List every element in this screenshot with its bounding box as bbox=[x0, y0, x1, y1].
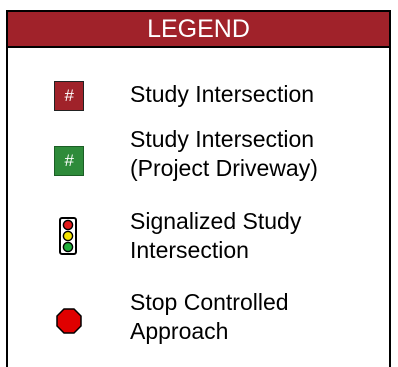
label-line: Intersection bbox=[130, 237, 249, 263]
label-line: Study Intersection bbox=[130, 81, 315, 107]
traffic-signal-icon bbox=[59, 217, 77, 260]
label-line: (Project Driveway) bbox=[130, 155, 318, 181]
label-line: Signalized Study bbox=[130, 208, 302, 234]
legend-item-label: Study Intersection bbox=[130, 80, 314, 109]
legend-item-label: Stop Controlled Approach bbox=[130, 288, 289, 346]
label-line: Stop Controlled bbox=[130, 289, 289, 315]
legend-item-label: Study Intersection (Project Driveway) bbox=[130, 125, 318, 183]
label-line: Study Intersection bbox=[130, 126, 315, 152]
stop-sign-icon bbox=[56, 308, 82, 339]
legend-title: LEGEND bbox=[8, 12, 389, 48]
project-driveway-symbol: # bbox=[54, 146, 84, 176]
study-intersection-symbol: # bbox=[54, 81, 84, 111]
legend-item-label: Signalized Study Intersection bbox=[130, 207, 301, 265]
label-line: Approach bbox=[130, 318, 229, 344]
legend-panel: LEGEND # Study Intersection # Study Inte… bbox=[6, 10, 391, 367]
